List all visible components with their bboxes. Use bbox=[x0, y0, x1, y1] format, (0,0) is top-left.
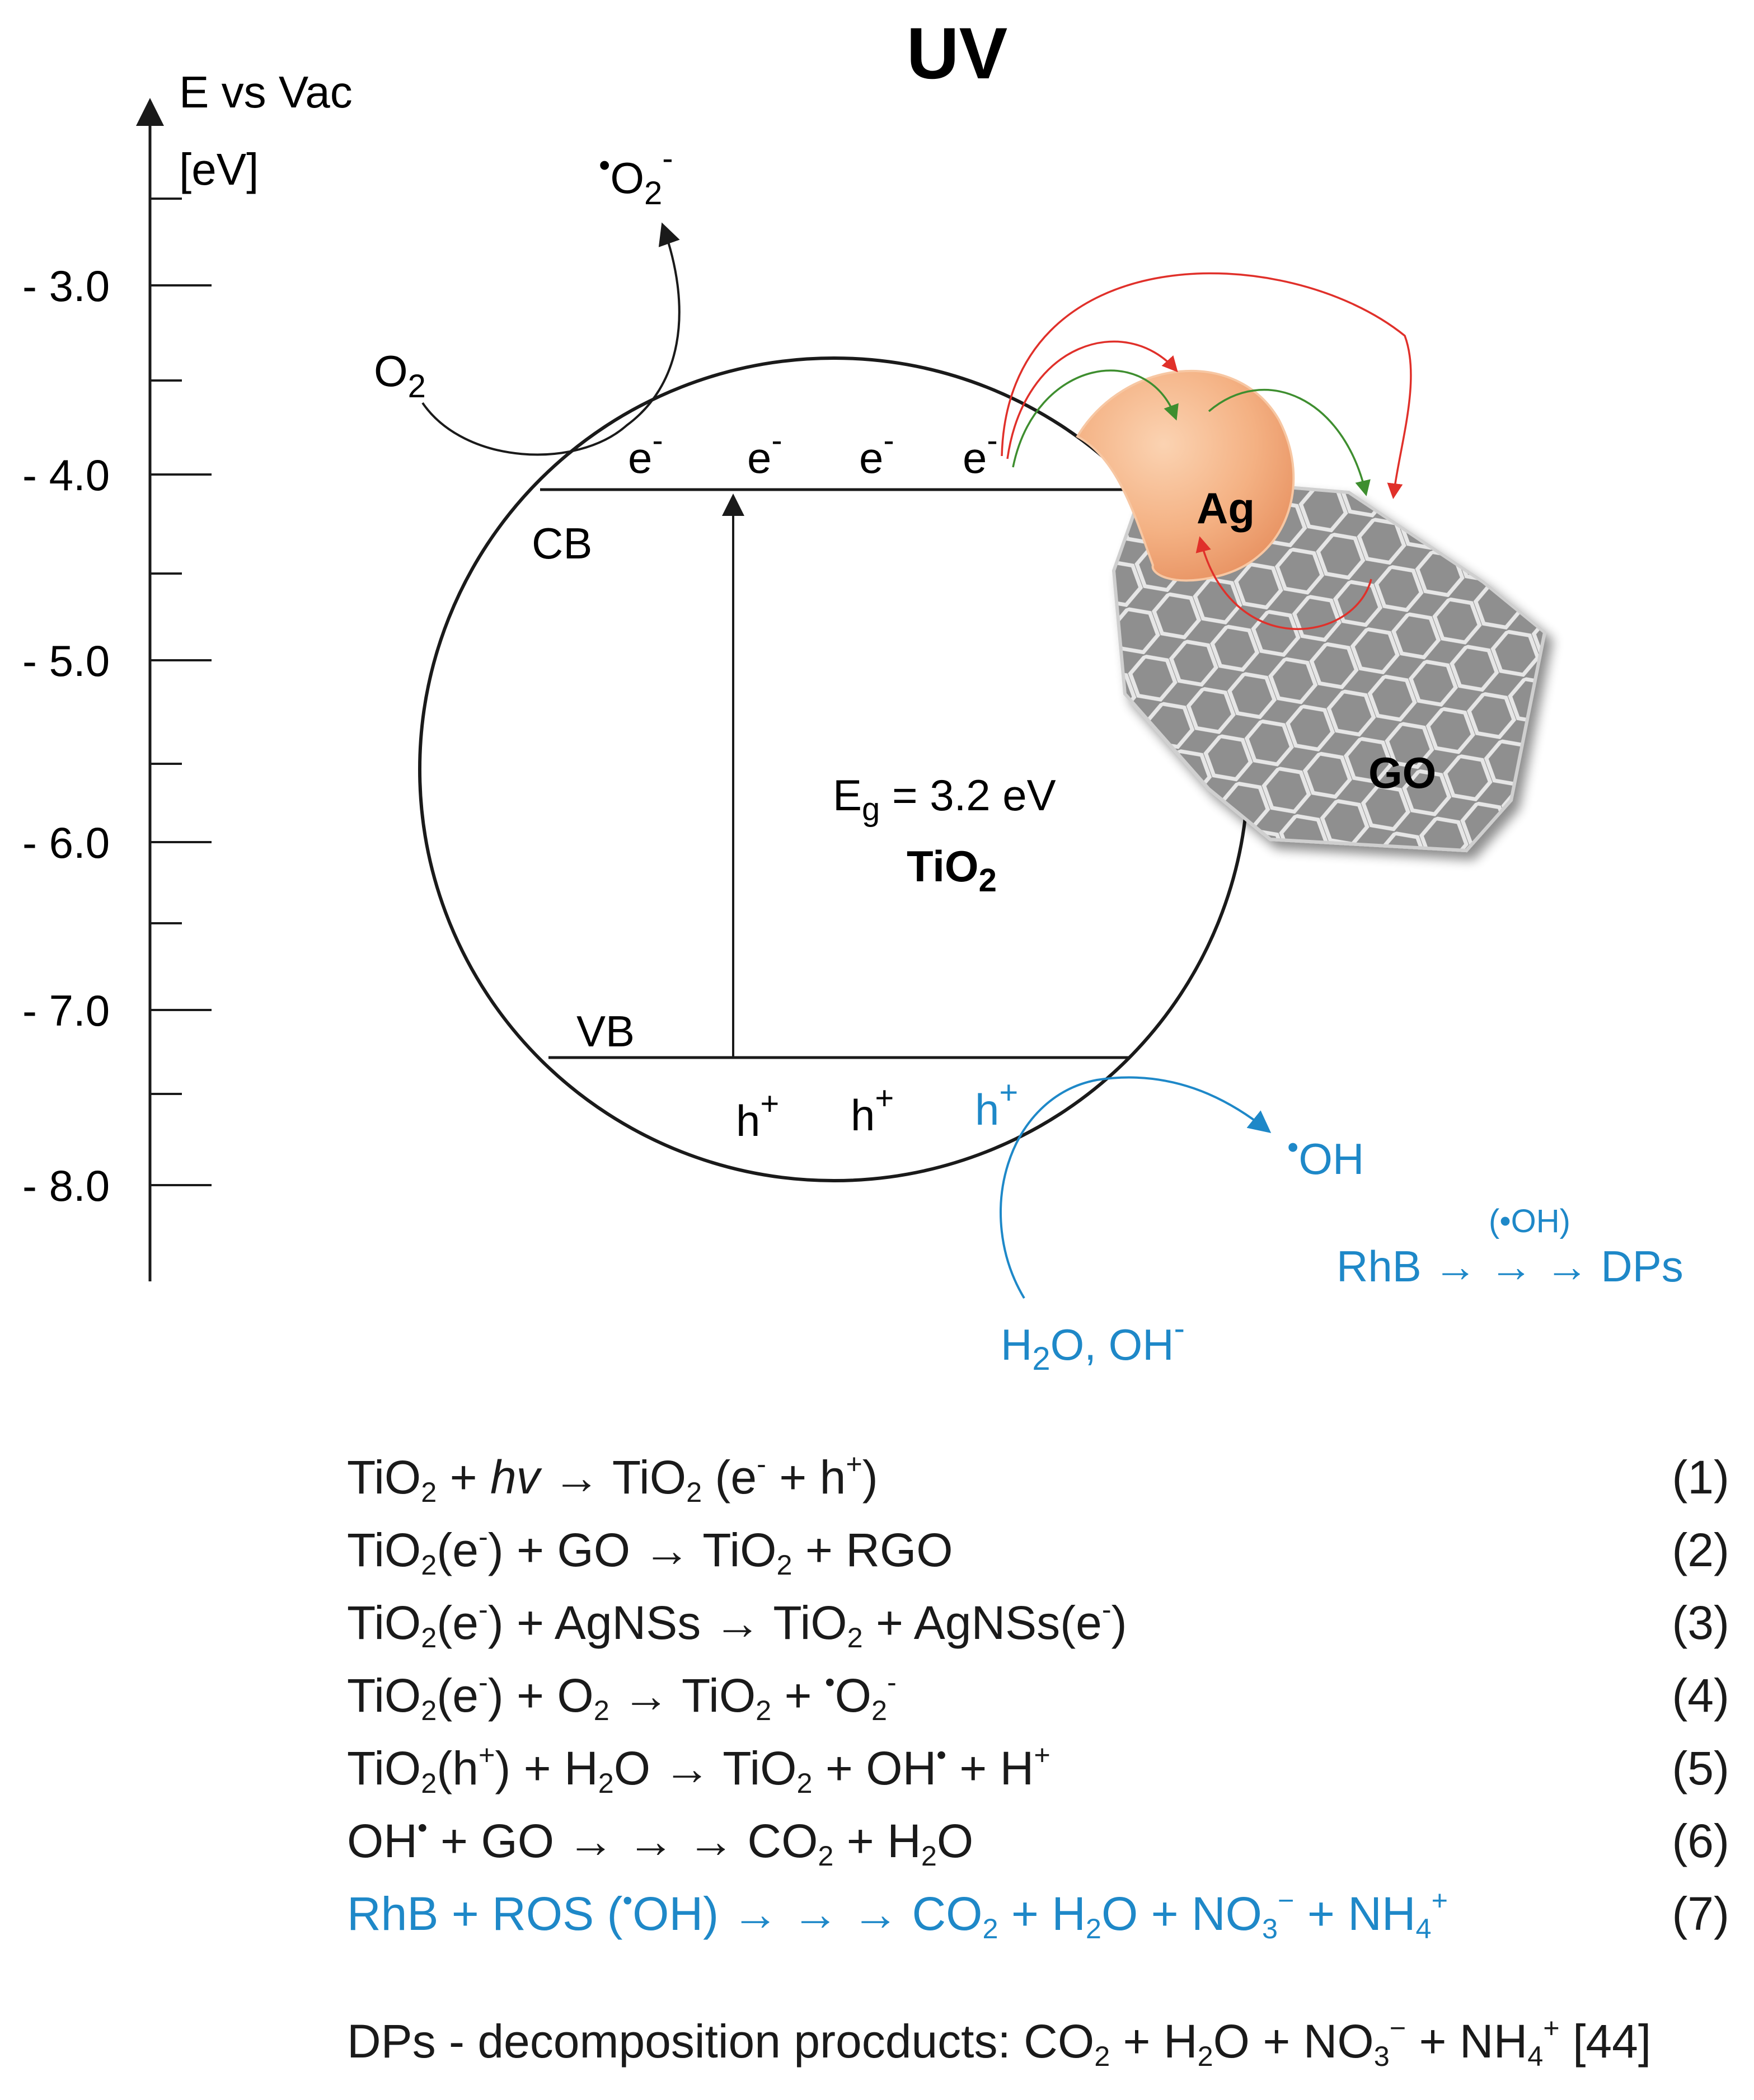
equation-text: RhB + ROS (•OH) → → → CO2 + H2O + NO3− +… bbox=[347, 1884, 1448, 1945]
equation-text: TiO2(e-) + O2 → TiO2 + •O2- bbox=[347, 1666, 897, 1727]
footnote: DPs - decomposition procducts: CO2 + H2O… bbox=[347, 2012, 1652, 2073]
superoxide-label: •O2- bbox=[599, 140, 673, 212]
band-diagram: UV E vs Vac [eV] - 3.0 - 4.0 - 5.0 - 6.0… bbox=[22, 12, 1683, 1377]
equation-number: (4) bbox=[1672, 1669, 1729, 1722]
cb-label: CB bbox=[532, 519, 592, 568]
rhb-chain-label: RhB → → → DPs bbox=[1336, 1242, 1683, 1291]
tick-label: - 7.0 bbox=[22, 986, 110, 1035]
equation-number: (7) bbox=[1672, 1887, 1729, 1940]
oh-catalyst-label: (•OH) bbox=[1489, 1203, 1570, 1239]
tio2-label: TiO2 bbox=[907, 842, 997, 899]
ag-label: Ag bbox=[1197, 483, 1255, 533]
axis-label-line2: [eV] bbox=[179, 144, 259, 194]
hydroxyl-radical-label: •OH bbox=[1287, 1129, 1364, 1183]
tick-label: - 6.0 bbox=[22, 818, 110, 867]
svg-text:e-: e- bbox=[628, 422, 663, 482]
equation-number: (5) bbox=[1672, 1742, 1729, 1794]
svg-text:e-: e- bbox=[747, 422, 782, 482]
water-label: H2O, OH- bbox=[1001, 1310, 1185, 1377]
equation-text: TiO2(e-) + AgNSs → TiO2 + AgNSs(e-) bbox=[347, 1593, 1127, 1654]
vb-label: VB bbox=[576, 1007, 635, 1056]
axis-label-line1: E vs Vac bbox=[179, 67, 353, 117]
holes: h+ h+ h+ bbox=[736, 1074, 1018, 1145]
o2-label: O2 bbox=[374, 346, 426, 405]
equation-text: TiO2 + hv → TiO2 (e- + h+) bbox=[347, 1448, 878, 1509]
equation-text: OH• + GO → → → CO2 + H2O bbox=[347, 1811, 974, 1872]
energy-axis: E vs Vac [eV] - 3.0 - 4.0 - 5.0 - 6.0 - … bbox=[22, 67, 353, 1281]
reaction-equations: TiO2 + hv → TiO2 (e- + h+) (1) TiO2(e-) … bbox=[347, 1441, 1746, 1950]
svg-text:e-: e- bbox=[859, 422, 894, 482]
tick-label: - 8.0 bbox=[22, 1161, 110, 1210]
equation-row: TiO2(e-) + AgNSs → TiO2 + AgNSs(e-) (3) bbox=[347, 1586, 1746, 1659]
equation-number: (1) bbox=[1672, 1451, 1729, 1504]
equation-row: TiO2(e-) + GO → TiO2 + RGO (2) bbox=[347, 1514, 1746, 1586]
equation-row: RhB + ROS (•OH) → → → CO2 + H2O + NO3− +… bbox=[347, 1877, 1746, 1950]
equation-text: TiO2(e-) + GO → TiO2 + RGO bbox=[347, 1520, 953, 1581]
hydroxyl-arrow bbox=[1000, 1076, 1272, 1299]
title: UV bbox=[907, 12, 1008, 94]
svg-text:h+: h+ bbox=[736, 1086, 779, 1145]
tick-label: - 5.0 bbox=[22, 636, 110, 685]
svg-text:h+: h+ bbox=[975, 1074, 1018, 1134]
go-label: GO bbox=[1368, 748, 1436, 797]
tick-label: - 4.0 bbox=[22, 450, 110, 500]
equation-number: (6) bbox=[1672, 1815, 1729, 1867]
equation-number: (2) bbox=[1672, 1524, 1729, 1576]
svg-text:e-: e- bbox=[963, 422, 998, 482]
o2-reduction-arrow bbox=[421, 222, 681, 456]
equation-row: OH• + GO → → → CO2 + H2O (6) bbox=[347, 1805, 1746, 1877]
tick-label: - 3.0 bbox=[22, 261, 110, 311]
equation-row: TiO2(e-) + O2 → TiO2 + •O2- (4) bbox=[347, 1659, 1746, 1732]
equation-text: TiO2(h+) + H2O → TiO2 + OH• + H+ bbox=[347, 1739, 1050, 1800]
svg-text:h+: h+ bbox=[851, 1080, 894, 1140]
bandgap-label: Eg = 3.2 eV bbox=[833, 771, 1056, 828]
equation-number: (3) bbox=[1672, 1596, 1729, 1649]
equation-row: TiO2 + hv → TiO2 (e- + h+) (1) bbox=[347, 1441, 1746, 1514]
electrons: e- e- e- e- bbox=[628, 422, 998, 482]
ag-nanoparticle bbox=[1076, 370, 1295, 582]
equation-row: TiO2(h+) + H2O → TiO2 + OH• + H+ (5) bbox=[347, 1732, 1746, 1805]
electron-transfer-arrows bbox=[1001, 272, 1412, 630]
